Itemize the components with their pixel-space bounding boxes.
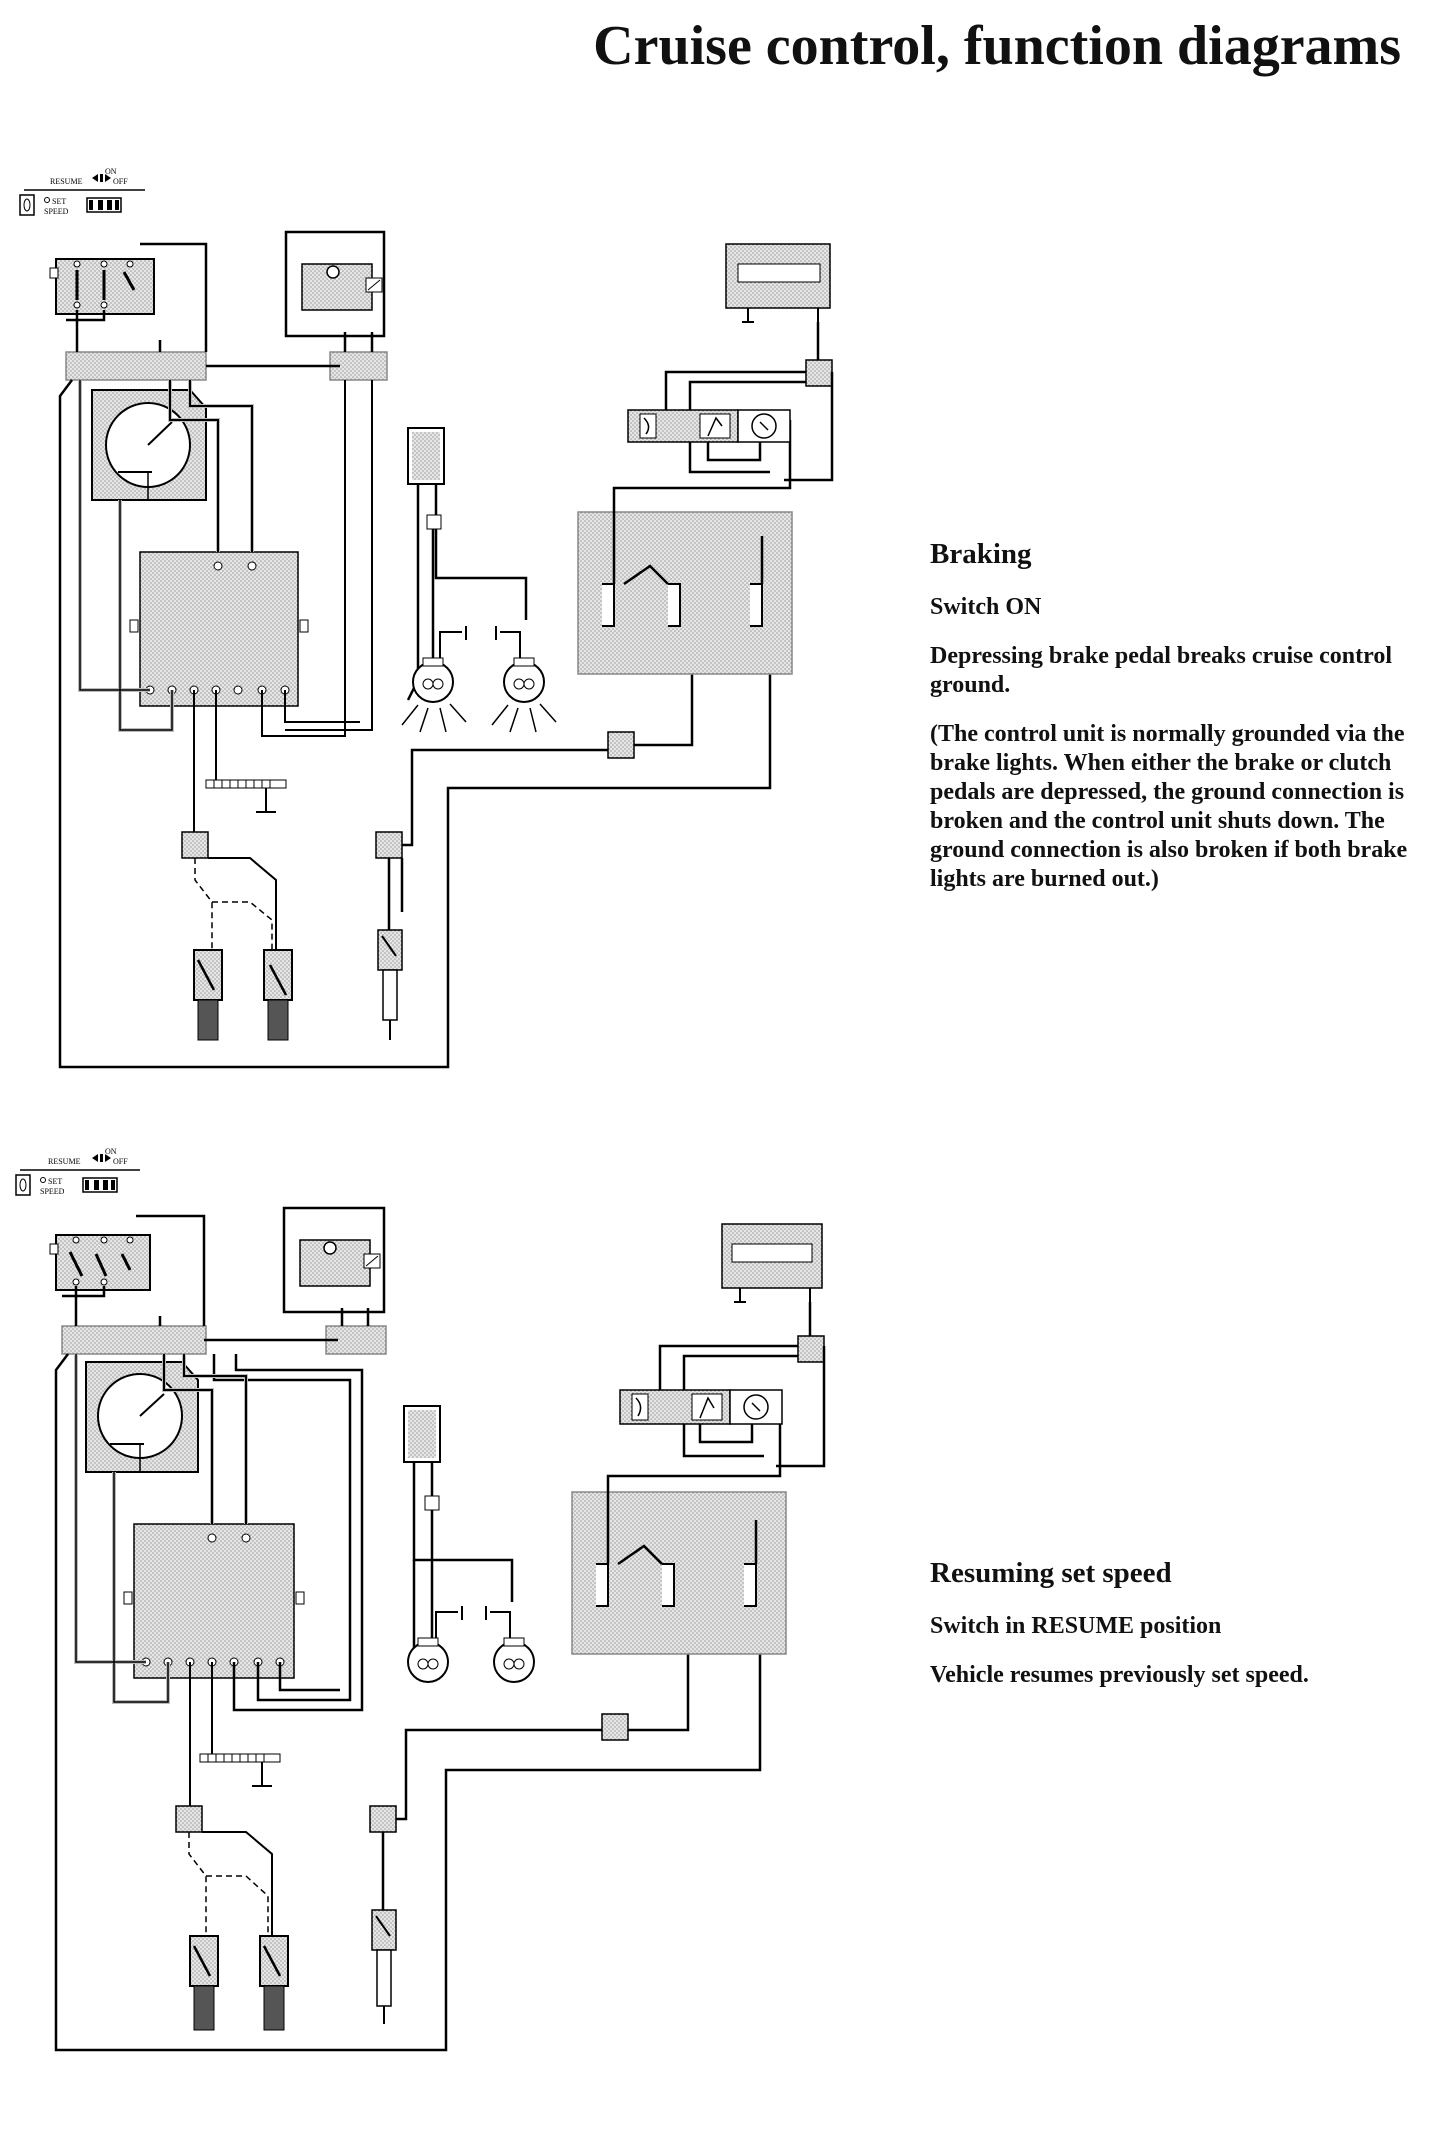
switch-label-set: SET	[48, 1177, 62, 1186]
junction-brake-switch	[369, 1805, 397, 1833]
junction-panel	[805, 359, 833, 387]
switch-label-speed: SPEED	[44, 207, 69, 216]
cruise-control-unit	[139, 551, 299, 707]
ground-bar	[205, 779, 287, 813]
speedometer-icon	[85, 1361, 199, 1473]
junction-pedal	[175, 1805, 203, 1833]
resume-summary: Vehicle resumes previously set speed.	[930, 1662, 1309, 1688]
light-switch-module	[619, 1389, 783, 1425]
resume-switch-state: Switch in RESUME position	[930, 1613, 1222, 1639]
switch-label-off: OFF	[113, 177, 128, 186]
cruise-control-switch: ON RESUME OFF SET SPEED	[15, 1147, 140, 1196]
resume-wiring-diagram: ON RESUME OFF SET SPEED	[15, 1147, 826, 2052]
ground-bar	[199, 1753, 281, 1787]
braking-switch-state: Switch ON	[930, 594, 1042, 620]
braking-heading: Braking	[930, 538, 1032, 570]
connector-block-switch	[61, 1325, 207, 1355]
resume-description: Resuming set speed Switch in RESUME posi…	[930, 1557, 1410, 1710]
clutch-pedal-switch	[193, 949, 223, 1041]
cruise-control-switch: ON RESUME OFF SET SPEED	[19, 167, 145, 216]
junction-pedal	[181, 831, 209, 859]
switch-label-resume: RESUME	[50, 177, 83, 186]
braking-description: Braking Switch ON Depressing brake pedal…	[930, 538, 1410, 914]
brake-pedal-switch	[263, 949, 293, 1041]
brake-light-left-icon	[407, 1637, 449, 1683]
braking-summary: Depressing brake pedal breaks cruise con…	[930, 643, 1393, 698]
brake-light-switch	[377, 858, 403, 1040]
connector-block-switch	[65, 351, 207, 381]
switch-label-speed: SPEED	[40, 1187, 65, 1196]
speedometer-icon	[91, 389, 207, 501]
braking-detail: (The control unit is normally grounded v…	[930, 721, 1408, 892]
switch-label-off: OFF	[113, 1157, 128, 1166]
brake-pedal-switch	[259, 1935, 289, 2031]
switch-label-set: SET	[52, 197, 66, 206]
junction-lamp	[601, 1713, 629, 1741]
brake-light-right-icon	[491, 657, 557, 733]
page-title: Cruise control, function diagrams	[593, 15, 1401, 77]
switch-label-resume: RESUME	[48, 1157, 81, 1166]
resume-heading: Resuming set speed	[930, 1557, 1172, 1589]
switch-label-on: ON	[105, 167, 117, 176]
cruise-control-unit	[133, 1523, 295, 1679]
junction-brake-switch	[375, 831, 403, 859]
brake-light-left-icon	[401, 657, 467, 733]
brake-light-right-icon	[493, 1637, 535, 1683]
brake-light-switch	[371, 1832, 397, 2024]
junction-panel	[797, 1335, 825, 1363]
clutch-pedal-switch	[189, 1935, 219, 2031]
switch-label-on: ON	[105, 1147, 117, 1156]
junction-lamp	[607, 731, 635, 759]
braking-wiring-diagram: ON RESUME OFF SET SPEED	[19, 167, 834, 1069]
light-switch-module	[627, 409, 791, 443]
